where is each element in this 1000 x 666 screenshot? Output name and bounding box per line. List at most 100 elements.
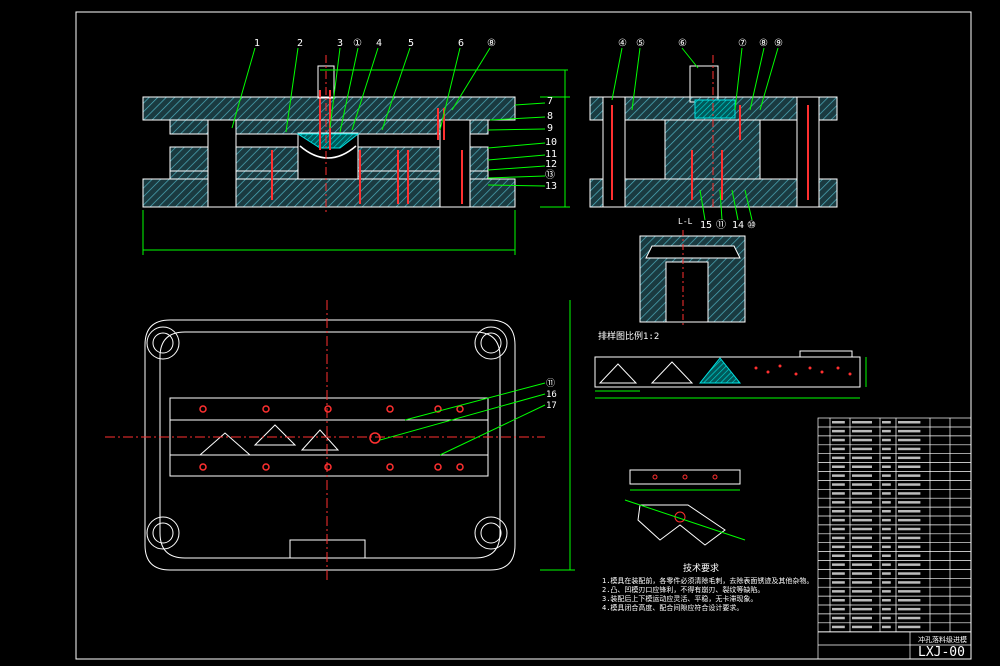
table-cell — [832, 527, 845, 531]
plan-label-17: 17 — [546, 401, 557, 411]
table-cell — [882, 554, 891, 557]
table-cell — [852, 518, 872, 522]
title-block: 冲孔落料级进模 LXJ-00 — [918, 635, 967, 660]
table-cell — [832, 456, 845, 460]
table-cell — [852, 599, 872, 602]
table-cell — [898, 572, 921, 575]
front-label-circle-1: ① — [353, 38, 362, 49]
table-cell — [852, 545, 872, 549]
plan-view-holes — [199, 405, 464, 471]
table-cell — [898, 607, 921, 611]
table-cell — [882, 474, 891, 477]
tech-requirement-line-3: 3.装配后上下模运动应灵活、平稳，无卡滞现象。 — [602, 594, 757, 603]
table-cell — [898, 518, 921, 522]
table-cell — [852, 607, 872, 611]
table-cell — [832, 421, 845, 424]
table-cell — [898, 438, 921, 442]
front-label-3: 3 — [337, 38, 343, 49]
table-cell — [882, 492, 891, 495]
table-cell — [898, 599, 921, 602]
table-cell — [882, 447, 891, 451]
table-cell — [832, 625, 845, 629]
table-cell — [852, 483, 872, 486]
table-cell — [832, 438, 845, 442]
table-cell — [832, 616, 845, 620]
table-cell — [832, 501, 845, 504]
tech-requirements: 技术要求 1.模具在装配前，各零件必须清除毛刺，去除表面锈迹及其他杂物。 2.凸… — [602, 562, 813, 612]
table-cell — [852, 527, 872, 531]
front-label-13: 13 — [545, 181, 557, 192]
table-cell — [832, 599, 845, 602]
front-label-circle-8: ⑧ — [487, 38, 496, 49]
plan-view — [144, 319, 516, 571]
table-cell — [832, 545, 845, 549]
table-cell — [832, 447, 845, 451]
table-cell — [898, 616, 921, 620]
table-cell — [898, 581, 921, 584]
table-cell — [852, 590, 872, 593]
side-view-leaders — [611, 47, 779, 221]
parts-list-table — [817, 417, 972, 660]
table-cell — [898, 545, 921, 549]
table-cell — [882, 438, 891, 442]
front-section-view — [142, 55, 570, 255]
table-cell — [832, 429, 845, 433]
table-cell — [898, 554, 921, 557]
side-label-circle-6: ⑥ — [678, 38, 687, 49]
table-cell — [898, 465, 921, 468]
drawing-code: LXJ-00 — [918, 645, 965, 660]
table-cell — [882, 456, 891, 460]
table-cell — [852, 447, 872, 451]
table-cell — [882, 527, 891, 531]
tech-requirements-title: 技术要求 — [683, 562, 719, 574]
table-cell — [882, 590, 891, 593]
table-cell — [882, 421, 891, 424]
side-label-circle-11: ⑪ — [716, 219, 726, 231]
table-cell — [898, 456, 921, 460]
plan-label-circle-11: ⑪ — [546, 378, 555, 389]
side-label-circle-7: ⑦ — [738, 38, 747, 49]
bom-cell-fills — [832, 421, 921, 629]
strip-layout-title: 排样图比例1:2 — [598, 330, 659, 342]
table-cell — [882, 563, 891, 566]
table-cell — [832, 572, 845, 575]
table-cell — [852, 510, 872, 513]
table-cell — [832, 563, 845, 566]
sheet-border — [75, 11, 972, 660]
side-label-circle-5: ⑤ — [636, 38, 645, 49]
front-view-leaders — [231, 47, 546, 187]
table-cell — [852, 492, 872, 495]
table-cell — [882, 572, 891, 575]
front-label-6: 6 — [458, 38, 464, 49]
front-label-12: 12 — [545, 159, 557, 170]
plan-view-label-group: ⑪ 16 17 — [546, 378, 557, 411]
table-cell — [882, 429, 891, 433]
front-label-circle-13: ⑬ — [545, 169, 555, 181]
table-cell — [852, 625, 872, 629]
side-view-label-group: ④ ⑤ ⑥ ⑦ ⑧ ⑨ 15 ⑪ 14 ⑩ — [618, 38, 783, 231]
front-label-8: 8 — [547, 111, 553, 122]
table-cell — [832, 518, 845, 522]
table-cell — [898, 421, 921, 424]
table-cell — [832, 492, 845, 495]
table-cell — [882, 581, 891, 584]
table-cell — [852, 536, 872, 540]
ll-section-label: L-L — [678, 217, 693, 226]
front-label-2: 2 — [297, 38, 303, 49]
front-label-9: 9 — [547, 123, 553, 134]
table-cell — [852, 616, 872, 620]
table-cell — [898, 429, 921, 433]
table-cell — [882, 536, 891, 540]
table-cell — [832, 510, 845, 513]
table-cell — [852, 465, 872, 468]
tech-requirement-line-2: 2.凸、凹模刃口应锋利，不得有崩刃、裂纹等缺陷。 — [602, 585, 764, 594]
table-cell — [852, 554, 872, 557]
table-cell — [852, 429, 872, 433]
table-cell — [852, 572, 872, 575]
part-detail-view — [624, 469, 746, 546]
table-cell — [898, 492, 921, 495]
front-label-5: 5 — [408, 38, 414, 49]
table-cell — [898, 527, 921, 531]
table-cell — [882, 501, 891, 504]
